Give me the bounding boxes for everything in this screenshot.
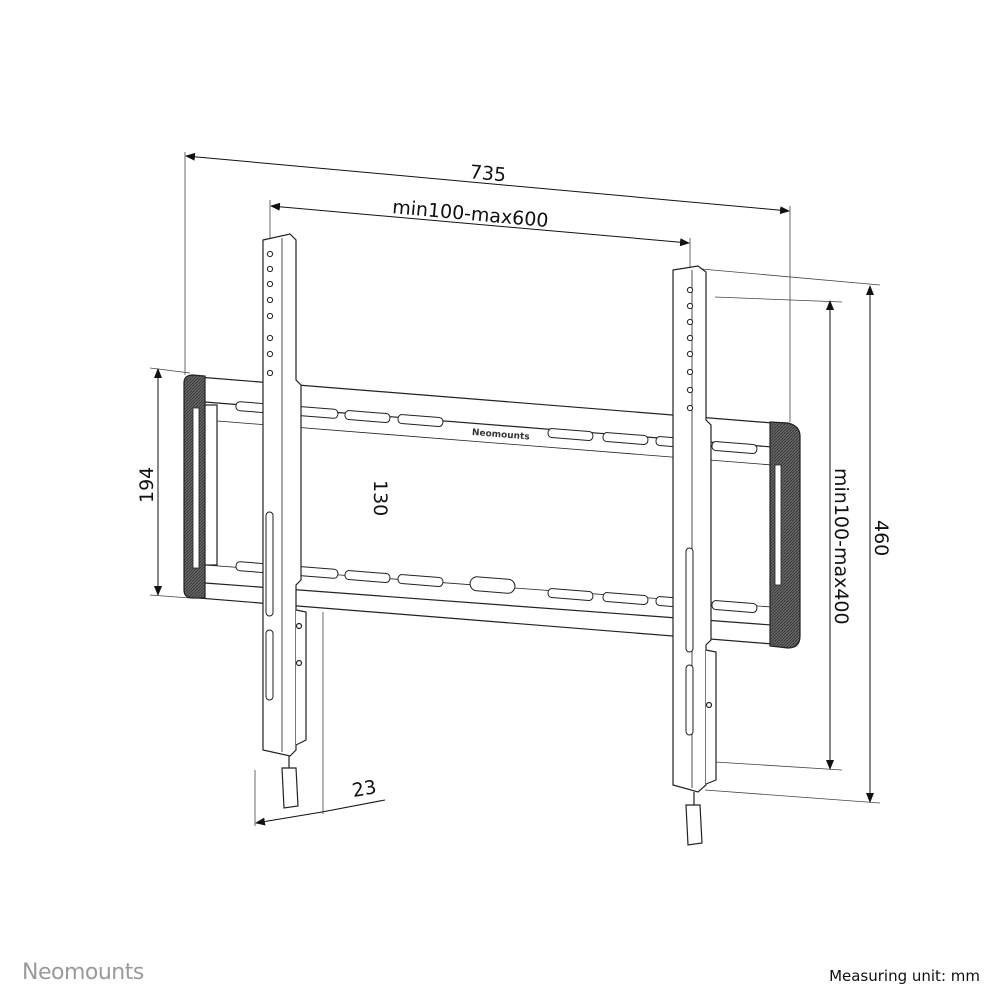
dim-rail-height: 194 [136,467,158,503]
mounting-rail [197,376,786,646]
dim-vesa-vertical: min100-max400 [830,468,852,625]
dim-rail-inner: 130 [369,480,391,516]
dim-overall-height: 460 [870,520,892,556]
dim-vesa-horizontal: min100-max600 [391,196,549,232]
extension-lines [149,152,881,826]
bracket-holes [685,286,694,736]
end-caps [183,374,801,649]
left-vertical-bracket [262,233,307,809]
dim-depth: 23 [350,776,378,802]
right-vertical-bracket [672,265,717,846]
bracket-holes [265,250,274,701]
rail-logo: Neomounts [472,428,530,443]
brand-logo: Neomounts [22,960,144,985]
measuring-unit-note: Measuring unit: mm [829,967,980,985]
dim-overall-width: 735 [469,161,507,186]
